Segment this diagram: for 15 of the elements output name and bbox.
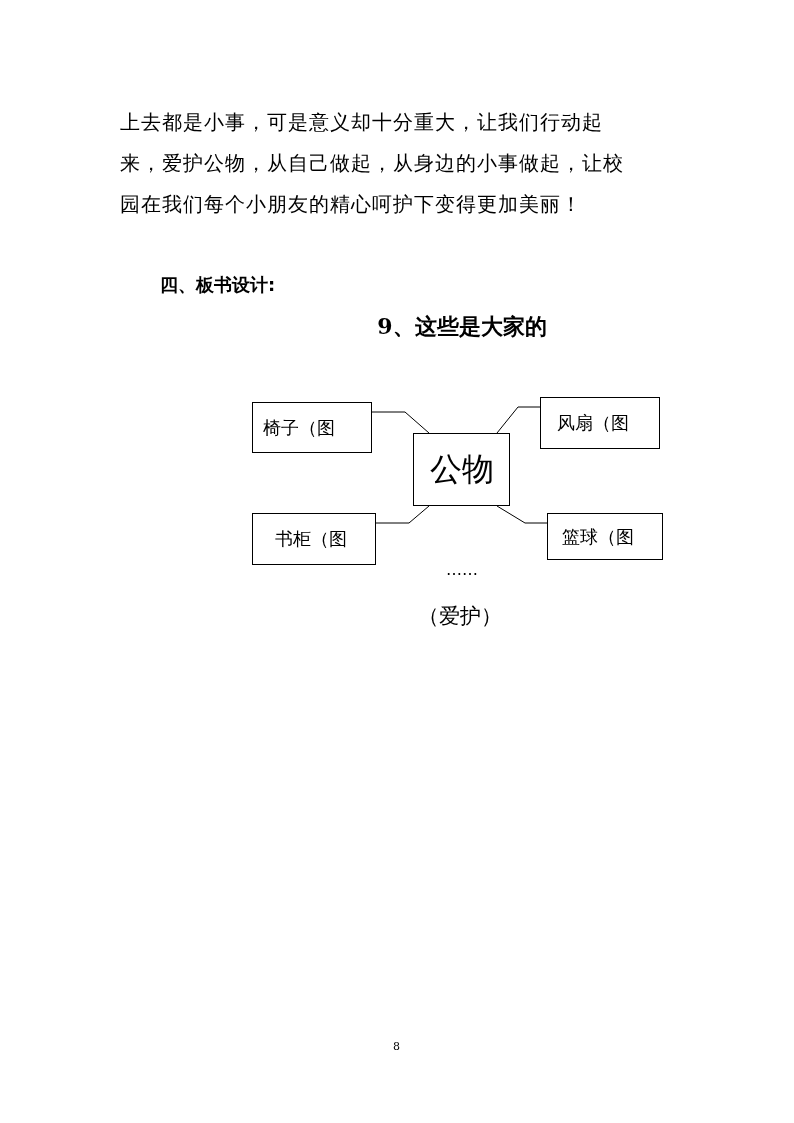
- connector-line: [375, 505, 430, 524]
- paragraph: 上去都是小事，可是意义却十分重大，让我们行动起来，爱护公物，从自己做起，从身边的小事做起，让校园在我们每个小朋友的精心呵护下变得更加美丽！: [120, 109, 625, 218]
- text-box: 椅子（图: [252, 402, 372, 453]
- text-box: 风扇（图: [540, 397, 660, 449]
- connector-line: [496, 505, 548, 524]
- text-box: 书柜（图: [252, 513, 376, 565]
- caption-text: （爱护）: [418, 603, 502, 630]
- connector-line: [371, 411, 430, 434]
- page-number: 8: [393, 1040, 400, 1053]
- section-heading: 四、板书设计:: [160, 273, 276, 297]
- ellipsis-text: ……: [446, 560, 478, 579]
- title: 9、这些是大家的: [376, 312, 548, 341]
- text-box: 篮球（图: [547, 513, 663, 560]
- connector-line: [496, 406, 541, 434]
- center-box: 公物: [413, 433, 510, 506]
